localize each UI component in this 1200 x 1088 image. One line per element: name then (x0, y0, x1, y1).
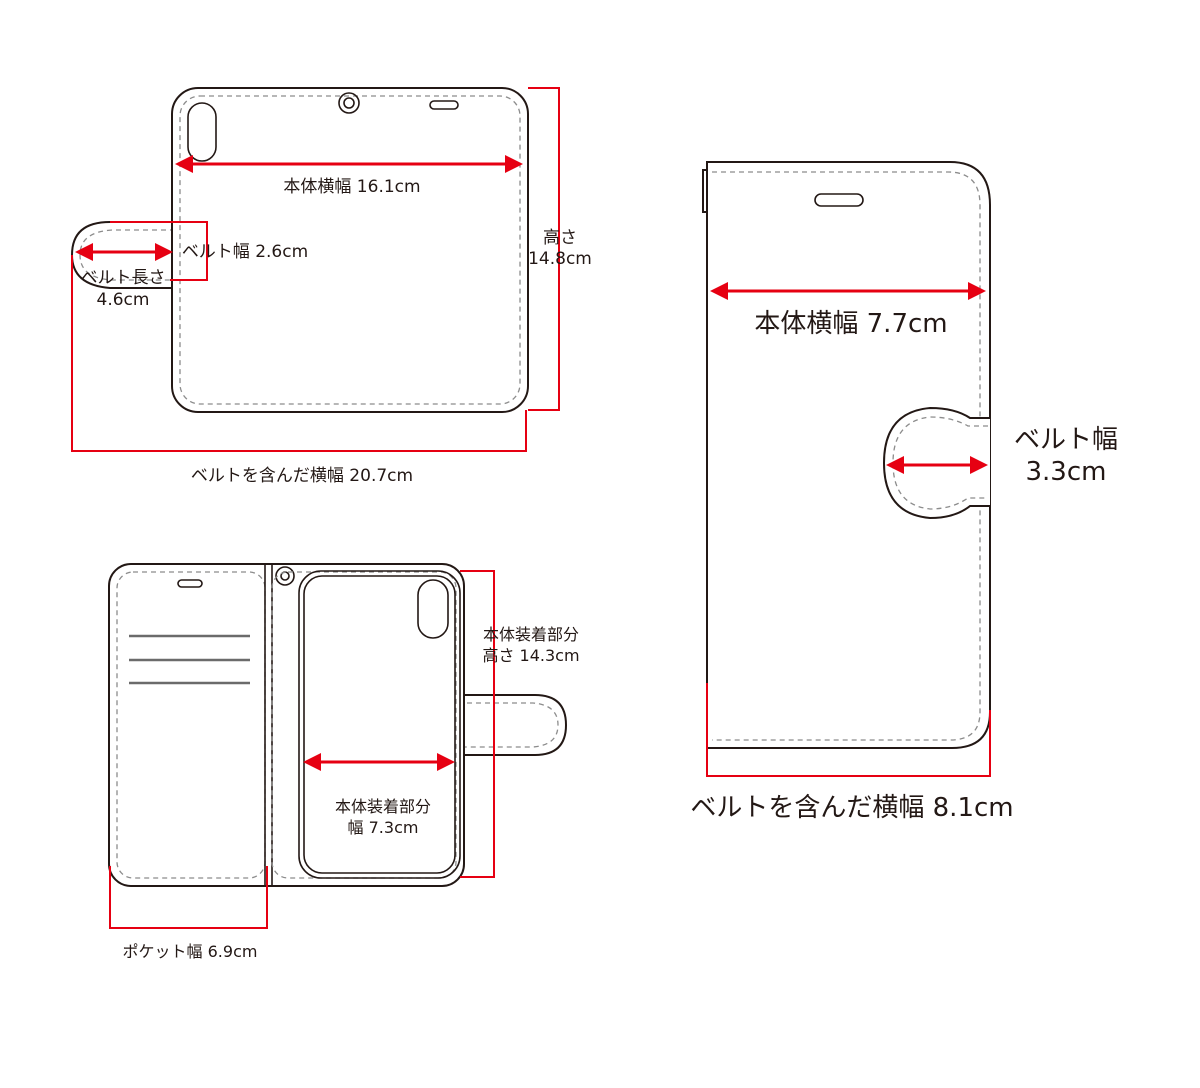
top-height-label-2: 14.8cm (528, 249, 592, 269)
top-body-width-label: 本体横幅 16.1cm (283, 177, 420, 197)
total-width-bracket (71, 255, 527, 452)
right-total-width-label: ベルトを含んだ横幅 8.1cm (690, 793, 1013, 823)
right-dimensions (706, 282, 991, 777)
mount-height-label-2: 高さ 14.3cm (482, 646, 579, 665)
strap-hole-bottom (275, 566, 295, 586)
belt-tab-bottom (458, 694, 568, 756)
belt-right (882, 406, 990, 520)
top-belt-width-label: ベルト幅 2.6cm (182, 242, 308, 262)
mount-width-label-2: 幅 7.3cm (348, 818, 419, 837)
pocket-width-bracket (109, 866, 268, 929)
right-case-drawing (702, 161, 991, 749)
top-belt-length-label-1: ベルト長さ (81, 268, 166, 288)
top-left-dimensions (71, 87, 560, 452)
speaker-slot-bottom (177, 579, 203, 588)
strap-hole (338, 92, 360, 114)
camera-window-bottom (417, 579, 449, 639)
top-total-width-label: ベルトを含んだ横幅 20.7cm (191, 466, 413, 486)
top-belt-length-label-2: 4.6cm (97, 290, 150, 310)
bottom-left-case-drawing (108, 563, 568, 887)
height-bracket (528, 87, 560, 411)
top-height-label-1: 高さ (543, 228, 577, 248)
right-total-width-bracket (706, 683, 991, 777)
speaker-slot (429, 100, 459, 110)
mount-height-bracket (460, 570, 495, 878)
right-belt-width-label-1: ベルト幅 (1014, 425, 1118, 455)
right-belt-width-label-2: 3.3cm (1026, 457, 1107, 487)
bottom-left-dimensions (109, 570, 495, 929)
pocket-width-label: ポケット幅 6.9cm (123, 942, 258, 961)
right-body-width-label: 本体横幅 7.7cm (754, 309, 947, 339)
belt-width-bracket (110, 221, 208, 281)
phone-holder (298, 570, 461, 879)
mount-width-label-1: 本体装着部分 (335, 797, 431, 816)
speaker-slot-right (814, 193, 864, 207)
mount-height-label-1: 本体装着部分 (483, 625, 579, 644)
